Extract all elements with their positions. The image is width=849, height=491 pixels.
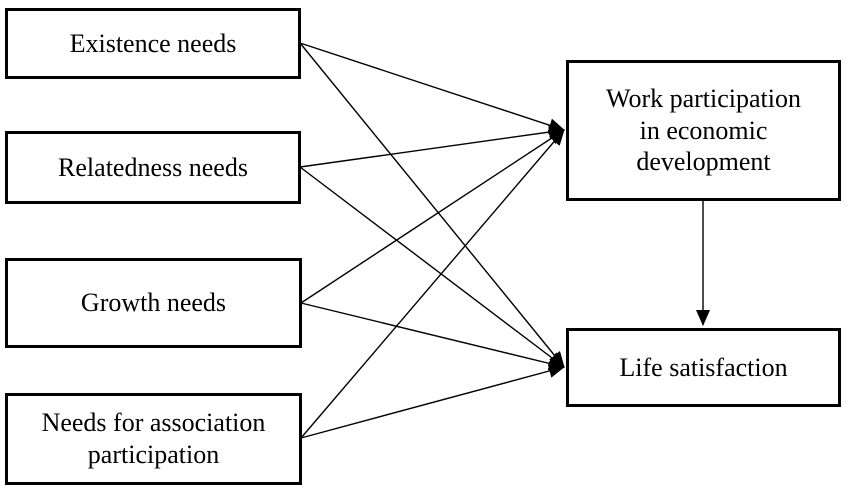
edge-relatedness-to-work xyxy=(299,125,565,168)
node-relatedness-needs-label: Relatedness needs xyxy=(58,152,248,182)
node-relatedness-needs: Relatedness needs xyxy=(5,131,301,204)
edge-existence-to-life xyxy=(299,42,565,368)
node-work-participation: Work participation in economic developme… xyxy=(566,60,841,201)
edge-association-to-work xyxy=(300,129,565,439)
node-growth-needs: Growth needs xyxy=(5,258,302,348)
node-work-participation-label: Work participation in economic developme… xyxy=(605,83,801,177)
node-life-satisfaction-label: Life satisfaction xyxy=(619,352,788,382)
node-growth-needs-label: Growth needs xyxy=(80,288,227,318)
node-association-participation-needs-label: Needs for association participation xyxy=(41,408,266,469)
node-association-participation-needs: Needs for association participation xyxy=(5,393,302,485)
edge-association-to-life xyxy=(300,364,565,439)
node-life-satisfaction: Life satisfaction xyxy=(566,328,841,407)
node-existence-needs: Existence needs xyxy=(5,8,301,79)
edge-growth-to-work xyxy=(300,129,565,304)
edge-existence-to-work xyxy=(299,42,565,132)
edge-relatedness-to-life xyxy=(299,166,565,368)
edge-growth-to-life xyxy=(300,302,565,371)
node-existence-needs-label: Existence needs xyxy=(69,28,237,58)
